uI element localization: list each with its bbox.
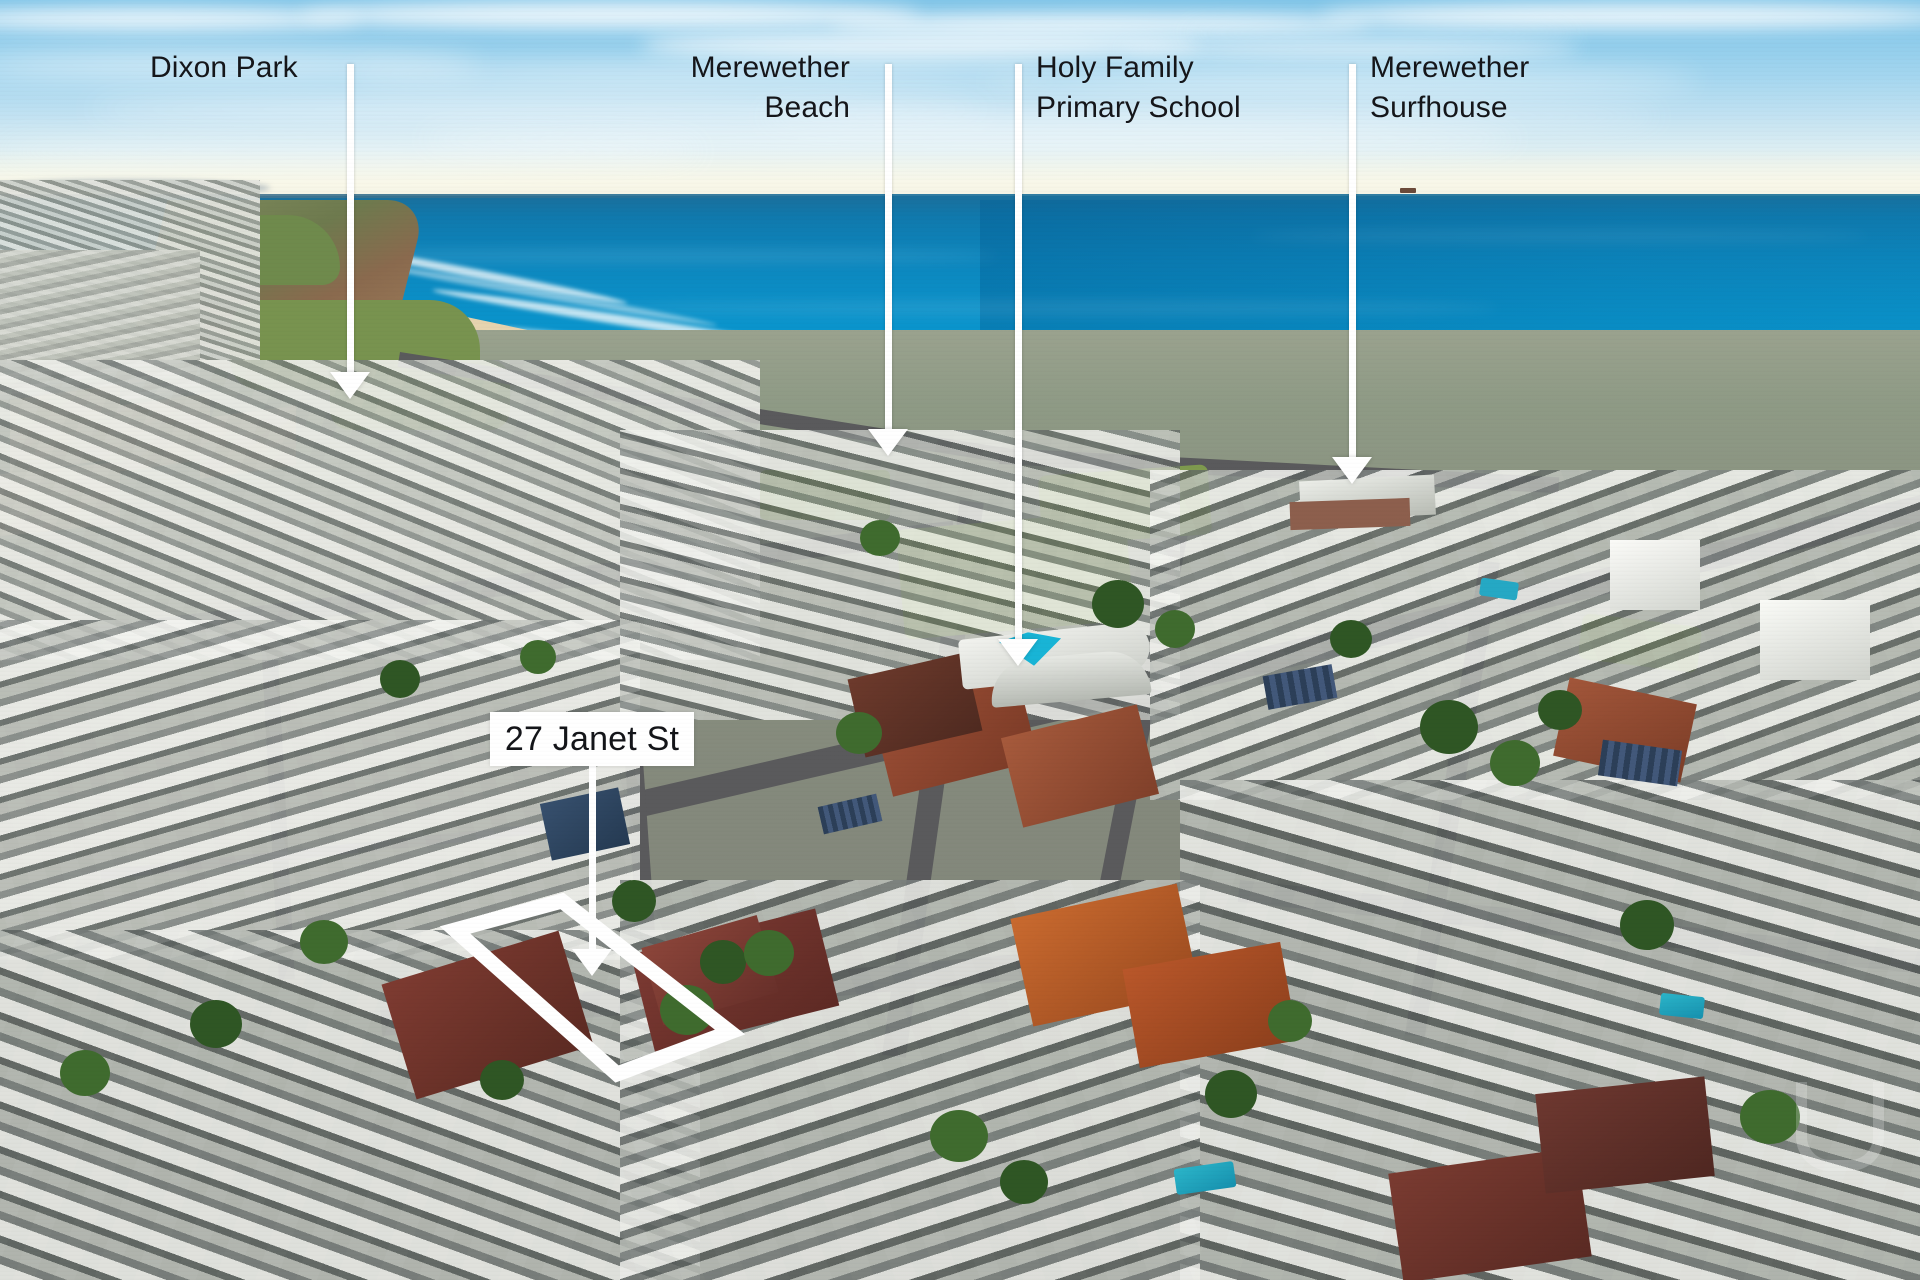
cloud xyxy=(980,70,1700,92)
property-address-label: 27 Janet St xyxy=(490,712,694,766)
cloud xyxy=(760,104,1660,128)
swimming-pool xyxy=(1658,992,1706,1020)
cloud xyxy=(1180,26,1580,40)
distant-ship xyxy=(1400,188,1416,193)
tree xyxy=(860,520,900,556)
cloud xyxy=(420,124,1520,154)
cloud xyxy=(90,96,990,122)
tree xyxy=(744,930,794,976)
burgundy-roof xyxy=(1535,1076,1715,1194)
tree xyxy=(930,1110,988,1162)
tree xyxy=(1490,740,1540,786)
tree xyxy=(1268,1000,1312,1042)
tree xyxy=(480,1060,524,1100)
tree xyxy=(836,712,882,754)
cloud xyxy=(1120,40,1580,58)
tree xyxy=(1620,900,1674,950)
cloud xyxy=(350,64,1050,84)
property-address-text: 27 Janet St xyxy=(504,720,680,758)
tree xyxy=(60,1050,110,1096)
tree xyxy=(700,940,746,984)
tree xyxy=(1538,690,1582,730)
ocean-texture xyxy=(600,300,1500,316)
annotation-arrow-dixon-park xyxy=(330,372,370,399)
tree xyxy=(1740,1090,1800,1144)
tree xyxy=(190,1000,242,1048)
annotation-arrow-merewether-beach xyxy=(868,429,908,456)
tree xyxy=(1155,610,1195,648)
watermark-logo xyxy=(1796,1082,1884,1171)
ocean-texture xyxy=(300,250,1000,262)
cloud xyxy=(830,14,1370,34)
watermark-u-icon xyxy=(1796,1082,1884,1171)
tree xyxy=(660,985,714,1035)
tree xyxy=(1420,700,1478,754)
cloud xyxy=(300,2,920,28)
tree xyxy=(1000,1160,1048,1204)
cloud xyxy=(1320,4,1920,28)
annotation-label-merewether-surfhouse: Merewether Surfhouse xyxy=(1370,51,1530,124)
annotation-leader-line-holy-family-primary-school xyxy=(1015,64,1022,642)
cloud xyxy=(0,8,360,30)
property-pointer-line xyxy=(589,766,596,952)
tree xyxy=(612,880,656,922)
tree xyxy=(1092,580,1144,628)
tree xyxy=(380,660,420,698)
cloud xyxy=(640,30,1200,60)
tree xyxy=(520,640,556,674)
annotation-label-dixon-park: Dixon Park xyxy=(150,51,298,84)
ocean-texture xyxy=(1250,230,1870,242)
annotation-label-holy-family-primary-school: Holy Family Primary School xyxy=(1036,51,1241,124)
annotation-arrow-merewether-surfhouse xyxy=(1332,457,1372,484)
tree xyxy=(1205,1070,1257,1118)
annotation-arrow-holy-family-primary-school xyxy=(998,639,1038,666)
annotation-leader-line-merewether-surfhouse xyxy=(1349,64,1356,460)
tree xyxy=(300,920,348,964)
modern-white-building xyxy=(1610,540,1700,610)
annotation-label-merewether-beach: Merewether Beach xyxy=(690,51,850,124)
tree xyxy=(1330,620,1372,658)
horizon-line xyxy=(0,194,1920,198)
suburb-rooftops xyxy=(0,930,700,1280)
annotation-leader-line-merewether-beach xyxy=(885,64,892,432)
annotation-leader-line-dixon-park xyxy=(347,64,354,375)
surfhouse-roof xyxy=(1289,497,1411,531)
modern-white-building xyxy=(1760,600,1870,680)
property-pointer-arrow xyxy=(572,949,612,976)
